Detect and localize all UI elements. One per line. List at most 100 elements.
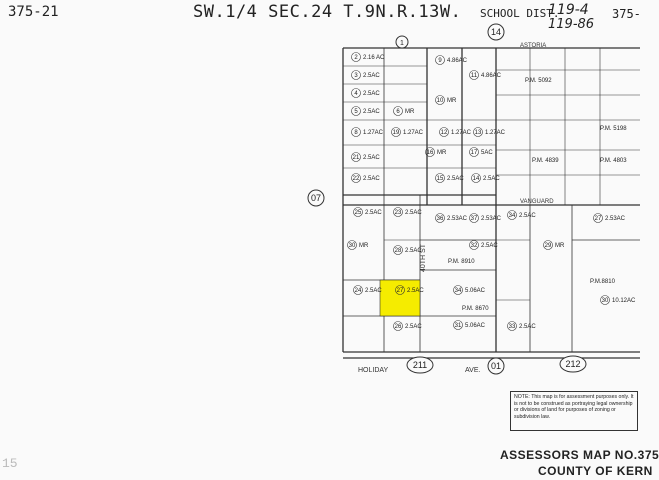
parcel-number-circle	[351, 106, 361, 116]
sheet-ref-1-label: 1	[400, 40, 404, 47]
parcel-acreage: 2.53AC	[605, 216, 626, 222]
parcel-acreage: MR	[555, 243, 565, 249]
sheet-ref-212-circle	[559, 355, 587, 373]
parcel-number: 23	[395, 210, 402, 216]
parcel-acreage: 2.5AC	[519, 213, 536, 219]
parcel-acreage: 2.5AC	[405, 210, 422, 216]
parcel-number: 21	[353, 155, 360, 161]
parcel-map-reference: P.M.8810	[590, 279, 616, 285]
parcel-number-circle	[351, 52, 361, 62]
parcel-acreage: 1.27AC	[403, 130, 424, 136]
parcel-number-circle	[393, 245, 403, 255]
parcel-number: 2	[354, 55, 358, 61]
parcel-number: 26	[395, 324, 402, 330]
map-right-tag: 375-	[612, 7, 641, 21]
parcel-acreage: 1.27AC	[485, 130, 506, 136]
parcel-number: 34	[455, 288, 462, 294]
parcel-acreage: 2.5AC	[365, 288, 382, 294]
parcel-number: 25	[355, 210, 362, 216]
section-title: SW.1/4 SEC.24 T.9N.R.13W.	[193, 2, 462, 22]
parcel-acreage: 4.86AC	[481, 73, 502, 79]
assessors-map-text: ASSESSORS MAP NO.	[500, 448, 638, 462]
parcel-number: 9	[438, 58, 442, 64]
parcel-map-reference: P.M. 8910	[448, 259, 475, 265]
parcel-number: 19	[393, 130, 400, 136]
parcel-number-circle	[393, 207, 403, 217]
sheet-ref-07-circle	[307, 189, 325, 207]
sheet-ref-07-label: 07	[311, 193, 321, 203]
sheet-ref-01-circle	[487, 357, 505, 375]
parcel-number: 11	[471, 73, 478, 79]
parcel-number-circle	[453, 320, 463, 330]
parcel-number-circle	[469, 240, 479, 250]
parcel-number-circle	[453, 285, 463, 295]
parcel-number-circle	[351, 152, 361, 162]
parcel-number-circle	[347, 240, 357, 250]
parcel-map-reference: P.M. 4839	[532, 158, 559, 164]
parcel-number: 3	[354, 73, 358, 79]
parcel-acreage: 5AC	[481, 150, 493, 156]
parcel-number: 10	[437, 98, 444, 104]
sheet-ref-1-circle	[395, 35, 409, 49]
parcel-map: 14 07 211 01 212 1 HOLIDAY AVE. ASTORIA …	[307, 23, 640, 375]
parcel-number: 24	[355, 288, 362, 294]
assessors-map-number: 375	[637, 448, 659, 462]
parcel-number-circle	[435, 55, 445, 65]
street-holiday: HOLIDAY	[358, 367, 389, 374]
parcel-number-circle	[435, 173, 445, 183]
sheet-ref-211-circle	[406, 356, 434, 374]
parcel-number-circle	[439, 127, 449, 137]
edge-mark: 15	[2, 456, 18, 471]
parcel-map-reference: P.M. 8670	[462, 306, 489, 312]
parcel-acreage: 2.5AC	[519, 324, 536, 330]
sheet-ref-211-label: 211	[413, 360, 427, 370]
parcel-acreage: 2.5AC	[365, 210, 382, 216]
map-left-tag: 375-21	[8, 4, 59, 20]
parcel-acreage: 2.5AC	[407, 288, 424, 294]
parcel-acreage: 5.06AC	[465, 323, 486, 329]
highlighted-parcel	[379, 279, 421, 317]
sheet-ref-14-label: 14	[491, 27, 501, 37]
parcel-number: 27	[397, 288, 404, 294]
parcel-number-circle	[353, 285, 363, 295]
parcel-acreage: 2.16 AC	[363, 55, 385, 61]
parcel-number-circle	[351, 88, 361, 98]
parcel-number: 12	[441, 130, 448, 136]
parcel-acreage: MR	[447, 98, 457, 104]
parcel-number: 28	[395, 248, 402, 254]
parcel-number: 6	[396, 109, 400, 115]
parcel-number: 27	[595, 216, 602, 222]
parcel-acreage: 2.5AC	[363, 176, 380, 182]
parcel-number: 31	[455, 323, 462, 329]
parcel-acreage: 4.86AC	[447, 58, 468, 64]
parcel-acreage: 2.5AC	[405, 324, 422, 330]
parcel-acreage: 2.5AC	[363, 155, 380, 161]
disclaimer-note: NOTE: This map is for assessment purpose…	[510, 391, 638, 431]
parcel-number-circle	[600, 295, 610, 305]
parcel-acreage: 1.27AC	[451, 130, 472, 136]
parcel-number-circle	[507, 210, 517, 220]
county-label: COUNTY OF KERN	[538, 464, 653, 478]
parcel-number-circle	[471, 173, 481, 183]
street-vanguard: VANGUARD	[520, 199, 554, 205]
parcel-acreage: 2.5AC	[405, 248, 422, 254]
parcel-map-reference: P.M. 5198	[600, 126, 627, 132]
parcel-number: 8	[354, 130, 358, 136]
parcel-number-circle	[351, 173, 361, 183]
parcel-number: 13	[475, 130, 482, 136]
parcel-acreage: 2.5AC	[481, 243, 498, 249]
parcel-number: 32	[471, 243, 478, 249]
parcel-number: 33	[509, 324, 516, 330]
parcel-number-circle	[593, 213, 603, 223]
parcel-number-circle	[435, 95, 445, 105]
parcel-number: 22	[353, 176, 360, 182]
parcel-number-circle	[473, 127, 483, 137]
parcel-number: 36	[437, 216, 444, 222]
parcel-acreage: MR	[437, 150, 447, 156]
parcel-number: 16	[427, 150, 434, 156]
parcel-number-circle	[351, 127, 361, 137]
parcel-number: 5	[354, 109, 358, 115]
parcel-acreage: 2.5AC	[447, 176, 464, 182]
parcel-number: 29	[545, 243, 552, 249]
street-ave: AVE.	[465, 367, 480, 374]
